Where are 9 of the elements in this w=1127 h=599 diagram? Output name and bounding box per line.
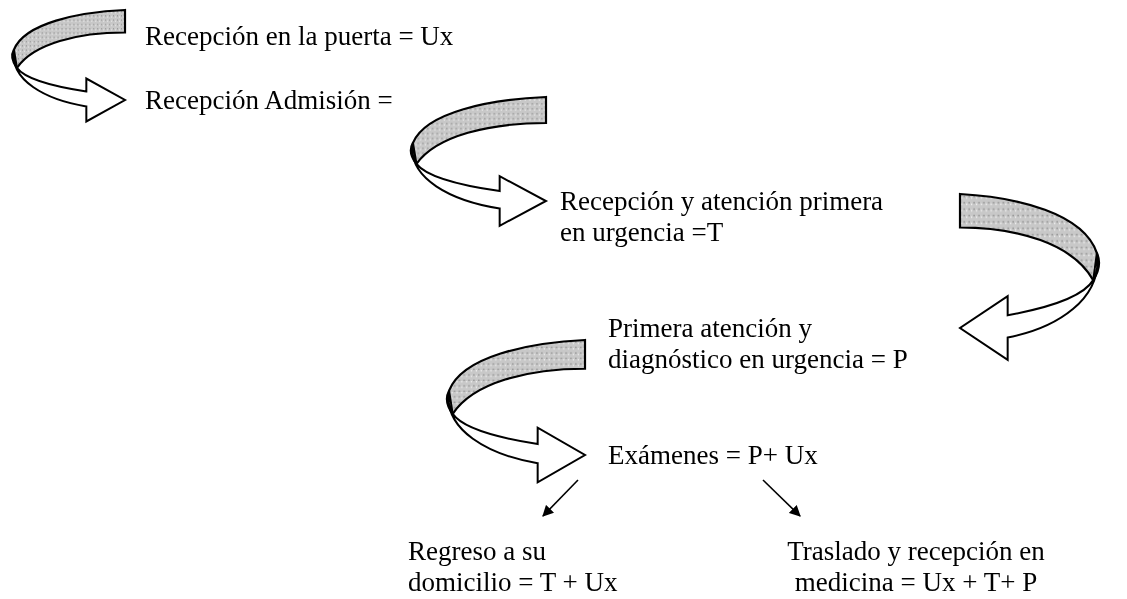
arrow [762, 479, 801, 517]
step-text: Exámenes = P+ Ux [608, 440, 819, 471]
arrow [542, 479, 579, 517]
step-text: Recepción Admisión = [145, 85, 394, 116]
step-text: Traslado y recepción en medicina = Ux + T+ P [786, 536, 1046, 598]
step-text: Regreso a su domicilio = T + Ux [408, 536, 619, 598]
step-text: Recepción en la puerta = Ux [145, 21, 455, 52]
step-text: Primera atención y diagnóstico en urgencia = P [608, 313, 909, 375]
step-text: Recepción y atención primera en urgencia =T [560, 186, 885, 248]
